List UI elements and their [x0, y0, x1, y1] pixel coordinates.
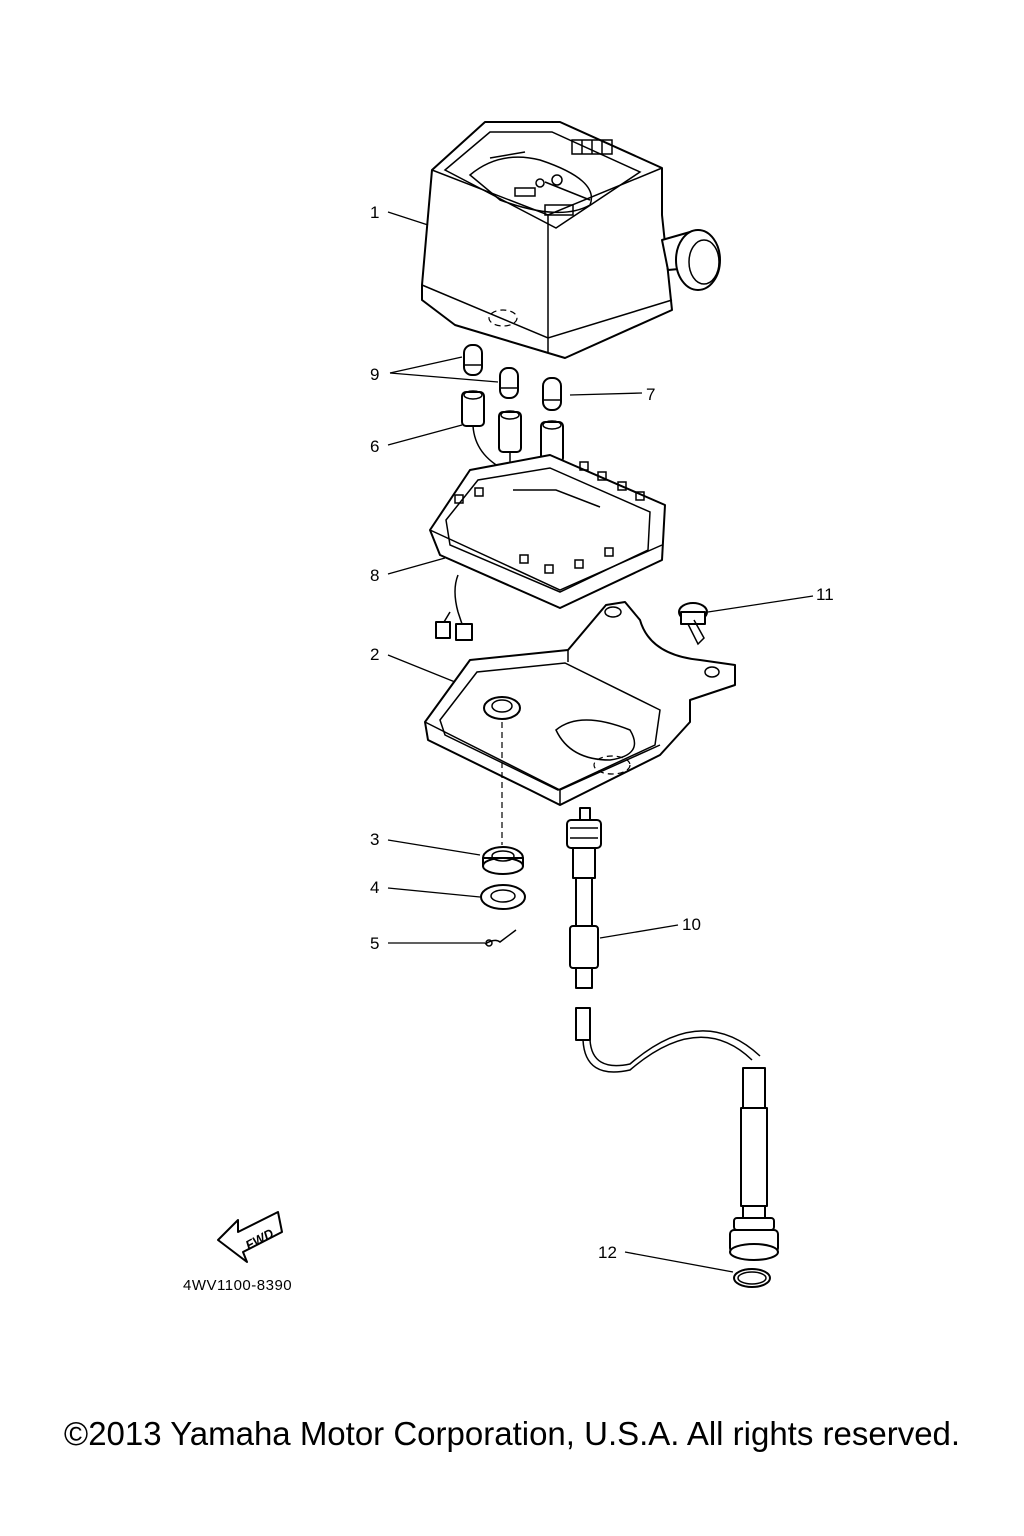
callout-1: 1 [370, 203, 379, 222]
meter-housing [421, 121, 673, 359]
callout-numbers: 1 2 3 4 5 6 7 8 9 10 11 12 [370, 203, 834, 1262]
grommet [482, 846, 524, 875]
callout-8: 8 [370, 566, 379, 585]
washer [480, 884, 526, 910]
callout-3: 3 [370, 830, 379, 849]
callout-6: 6 [370, 437, 379, 456]
forward-arrow-icon: FWD [217, 1211, 283, 1263]
callout-2: 2 [370, 645, 379, 664]
bolt [678, 602, 708, 646]
bulb-9-left [463, 344, 483, 376]
copyright-notice: ©2013 Yamaha Motor Corporation, U.S.A. A… [63, 1415, 961, 1452]
meter-frame [429, 454, 666, 641]
o-ring [733, 1268, 771, 1288]
bulb-9-right [499, 367, 519, 399]
bulb-sockets [461, 390, 564, 501]
callout-7: 7 [646, 385, 655, 404]
callout-12: 12 [598, 1243, 617, 1262]
callout-5: 5 [370, 934, 379, 953]
callout-10: 10 [682, 915, 701, 934]
meter-bracket [424, 601, 736, 845]
callout-9: 9 [370, 365, 379, 384]
clip [484, 929, 517, 947]
leader-lines [387, 211, 814, 1273]
speedometer-cable [566, 807, 779, 1261]
trip-reset-knob [661, 229, 721, 291]
drawing-code: 4WV1100-8390 [183, 1277, 292, 1294]
callout-11: 11 [816, 585, 834, 604]
callout-4: 4 [370, 878, 379, 897]
bulb-7 [542, 377, 562, 411]
